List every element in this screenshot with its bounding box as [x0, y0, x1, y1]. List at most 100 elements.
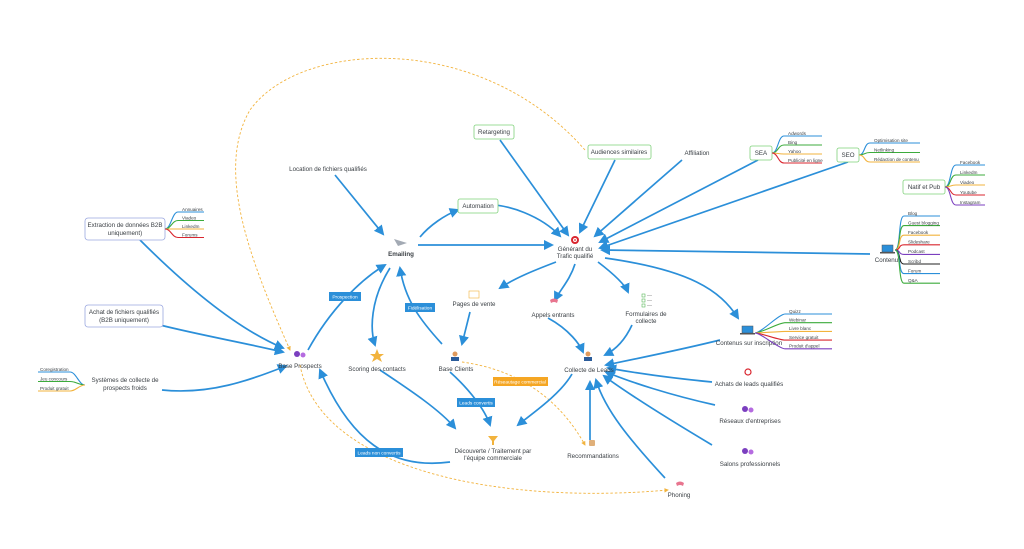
tag-reseautage: Réseautage commercial — [493, 377, 548, 386]
sea-label: SEA — [755, 150, 768, 157]
branch-label-inscription[interactable]: Produit d'appel — [789, 344, 820, 349]
node-systemes[interactable]: Systèmes de collecte de prospects froids — [91, 377, 159, 392]
base-clients-label: Base Clients — [439, 366, 474, 373]
central-node[interactable]: Générant du Trafic qualifié — [557, 236, 594, 260]
node-sea[interactable]: SEA — [749, 145, 773, 161]
node-scoring[interactable]: Scoring des contacts — [348, 349, 406, 373]
branch-label-extraction[interactable]: LinkedIn — [182, 224, 200, 229]
branch-label-extraction[interactable]: Forums — [182, 232, 198, 237]
branch-label-seo[interactable]: Optimisation site — [874, 138, 908, 143]
node-phoning[interactable]: Phoning — [668, 481, 691, 500]
node-contenus[interactable]: Contenus — [875, 244, 902, 264]
affiliation-label: Affiliation — [685, 150, 711, 157]
branch-label-inscription[interactable]: Webinar — [789, 318, 806, 323]
branch-label-contenus[interactable]: Facebook — [908, 230, 929, 235]
seo-label: SEO — [841, 152, 854, 159]
node-base-clients[interactable]: Base Clients — [439, 351, 474, 374]
branch-line-systemes — [38, 380, 86, 386]
branch-label-contenus[interactable]: Podcast — [908, 249, 925, 254]
laptop-icon — [881, 244, 894, 253]
branch-label-sea[interactable]: Publicité en ligne — [788, 158, 823, 163]
retargeting-label: Retargeting — [478, 129, 511, 136]
branch-label-contenus[interactable]: Scribd — [908, 259, 921, 264]
svg-text:Leads convertis: Leads convertis — [459, 401, 493, 407]
contenus-inscription-label: Contenus sur inscription — [716, 340, 783, 347]
branch-label-sea[interactable]: Yahoo — [788, 149, 801, 154]
formulaires-label-2: collecte — [636, 318, 658, 325]
branch-label-extraction[interactable]: Annuaires — [182, 207, 203, 212]
branch-label-systemes[interactable]: Jeu concours — [40, 376, 68, 381]
branch-label-extraction[interactable]: Viadeo — [182, 215, 197, 220]
node-reseaux[interactable]: Réseaux d'entreprises — [719, 406, 781, 425]
node-extraction[interactable]: Extraction de données B2B uniquement) — [84, 217, 166, 241]
node-achat[interactable]: Achat de fichiers qualifiés (B2B uniquem… — [84, 304, 164, 328]
node-decouverte[interactable]: Découverte / Traitement par l'équipe com… — [455, 436, 532, 462]
branch-label-seo[interactable]: Rédaction de contenu — [874, 157, 919, 162]
node-base-prospects[interactable]: Base Prospects — [278, 351, 322, 370]
node-audiences[interactable]: Audiences similaires — [587, 144, 652, 160]
node-contenus-inscription[interactable]: Contenus sur inscription — [716, 325, 783, 347]
branch-label-contenus[interactable]: Forum — [908, 268, 921, 273]
branch-line-sea — [771, 152, 822, 164]
branch-label-natif[interactable]: LinkedIn — [960, 170, 978, 175]
branch-line-natif — [944, 184, 985, 188]
branch-label-systemes[interactable]: Produit gratuit — [40, 386, 69, 391]
decouverte-label-2: l'équipe commerciale — [464, 455, 522, 462]
users-icon — [294, 351, 300, 357]
branch-label-contenus[interactable]: Guest blogging — [908, 220, 939, 225]
branch-label-natif[interactable]: Viadeo — [960, 180, 975, 185]
users-icon — [742, 448, 748, 454]
tag-prospection: Prospection — [329, 292, 361, 301]
branch-label-inscription[interactable]: Quizz — [789, 309, 801, 314]
branch-label-inscription[interactable]: Livre blanc — [789, 326, 812, 331]
branch-label-sea[interactable]: Adwords — [788, 131, 807, 136]
person-icon — [452, 351, 458, 357]
tag-leads-non-convertis: Leads non convertis — [355, 448, 403, 457]
node-formulaires[interactable]: Formulaires de collecte — [625, 293, 667, 325]
dashed-links — [235, 57, 669, 494]
branch-label-contenus[interactable]: Blog — [908, 211, 918, 216]
node-natif[interactable]: Natif et Pub — [902, 179, 946, 195]
node-pages-vente[interactable]: Pages de vente — [452, 290, 496, 308]
branch-label-systemes[interactable]: Coregistration — [40, 367, 69, 372]
branch-label-natif[interactable]: Facebook — [960, 160, 981, 165]
branch-label-natif[interactable]: Youtube — [960, 190, 977, 195]
branch-line-seo — [858, 151, 920, 156]
reseaux-label: Réseaux d'entreprises — [719, 418, 780, 425]
node-affiliation[interactable]: Affiliation — [685, 150, 711, 157]
node-salons[interactable]: Salons professionnels — [720, 448, 781, 468]
scoring-label: Scoring des contacts — [348, 366, 405, 373]
branch-line-inscription — [754, 330, 832, 334]
branch-label-contenus[interactable]: Q&A — [908, 278, 919, 283]
node-achats-leads[interactable]: Achats de leads qualifiés — [715, 368, 783, 388]
audiences-label: Audiences similaires — [591, 149, 647, 156]
svg-text:Prospection: Prospection — [332, 295, 358, 301]
node-location[interactable]: Location de fichiers qualifiés — [289, 166, 367, 173]
node-recommandations[interactable]: Recommandations — [567, 440, 619, 460]
funnel-icon — [488, 436, 498, 445]
node-emailing[interactable]: Emailing — [388, 239, 414, 258]
branch-label-inscription[interactable]: Service gratuit — [789, 335, 819, 340]
branch-label-seo[interactable]: Netlinking — [874, 147, 895, 152]
node-collecte-leads[interactable]: Collecte de Leads — [564, 351, 614, 375]
node-automation[interactable]: Automation — [457, 198, 499, 214]
achat-label-2: (B2B uniquement) — [99, 317, 149, 324]
branch-label-contenus[interactable]: Slideshare — [908, 240, 930, 245]
webpage-icon — [468, 290, 480, 299]
branch-label-natif[interactable]: Instagram — [960, 200, 981, 205]
svg-text:Leads non convertis: Leads non convertis — [358, 451, 402, 457]
node-appels[interactable]: Appels entrants — [532, 298, 575, 320]
branch-line-seo — [858, 154, 920, 163]
branch-label-sea[interactable]: Bing — [788, 140, 798, 145]
phoning-label: Phoning — [668, 492, 691, 499]
node-seo[interactable]: SEO — [836, 147, 860, 163]
node-retargeting[interactable]: Retargeting — [473, 124, 515, 140]
central-label-1: Générant du — [558, 246, 593, 253]
salons-label: Salons professionnels — [720, 461, 781, 468]
